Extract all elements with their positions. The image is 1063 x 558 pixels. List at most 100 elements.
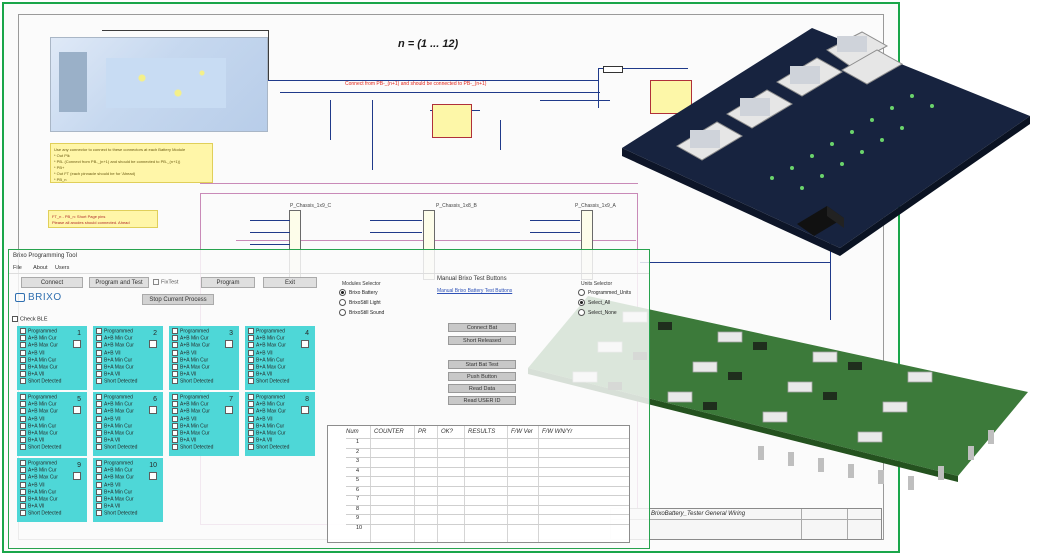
table-row[interactable]: 10 xyxy=(356,524,363,531)
battery-cell-select-checkbox[interactable] xyxy=(301,340,309,348)
battery-cell-row: A+B Vll xyxy=(248,415,273,422)
logo-text: BRIXO xyxy=(28,292,62,303)
row-checkbox xyxy=(248,328,254,334)
battery-cell-select-checkbox[interactable] xyxy=(301,406,309,414)
battery-cell-select-checkbox[interactable] xyxy=(73,472,81,480)
battery-cell-select-checkbox[interactable] xyxy=(149,340,157,348)
table-row[interactable]: 1 xyxy=(356,439,360,445)
battery-cell-row: B+A Vll xyxy=(172,437,196,444)
battery-cell-select-checkbox[interactable] xyxy=(225,406,233,414)
row-label: A+B Max Cur xyxy=(104,342,134,349)
push-button[interactable]: Push Button xyxy=(448,372,516,381)
row-label: B+A Vll xyxy=(256,371,273,378)
row-label: A+B Max Cur xyxy=(180,342,210,349)
table-row[interactable]: 8 xyxy=(356,505,360,512)
row-label: Programmed xyxy=(104,394,133,401)
table-column-header: F/W Ver xyxy=(511,429,533,435)
wire xyxy=(598,68,599,108)
table-row[interactable]: 6 xyxy=(356,486,360,493)
table-row-divider xyxy=(346,466,629,468)
units-option-label: Select_None xyxy=(588,309,617,316)
table-row[interactable]: 2 xyxy=(356,448,360,455)
battery-cell-row: B+A Min Cur xyxy=(248,356,284,363)
battery-cell-select-checkbox[interactable] xyxy=(73,340,81,348)
battery-cell-number: 8 xyxy=(305,396,309,403)
exit-button[interactable]: Exit xyxy=(263,277,317,288)
table-row[interactable]: 4 xyxy=(356,467,360,474)
units-option-select-all[interactable]: Select_All xyxy=(578,299,610,306)
row-label: B+A Vll xyxy=(28,371,45,378)
read-user-id-button[interactable]: Read USER ID xyxy=(448,396,516,405)
units-option-label: Select_All xyxy=(588,299,611,306)
units-option-programmed[interactable]: Programmed_Units xyxy=(578,289,631,296)
units-option-select-none[interactable]: Select_None xyxy=(578,309,617,316)
table-row-divider xyxy=(346,514,629,515)
battery-cell-row: Short Detected xyxy=(248,378,289,385)
wire xyxy=(370,220,422,221)
row-checkbox xyxy=(96,394,102,400)
battery-cell-row: A+B Vll xyxy=(248,349,273,356)
row-label: B+A Vll xyxy=(104,503,121,510)
battery-cell-row: Programmed xyxy=(172,394,209,400)
module-option-brixostill-light[interactable]: BrixoStill Light xyxy=(339,299,381,306)
units-selector-title: Units Selector xyxy=(581,281,613,287)
table-column-divider xyxy=(437,426,438,542)
row-checkbox xyxy=(96,371,102,378)
battery-cell-row: Short Detected xyxy=(96,444,137,451)
fixtest-checkbox[interactable]: FixTest xyxy=(153,279,178,285)
battery-cell-row: A+B Max Cur xyxy=(20,408,58,415)
row-label: B+A Vll xyxy=(28,503,45,510)
program-button[interactable]: Program xyxy=(201,277,255,288)
wire xyxy=(250,232,290,233)
battery-cell-select-checkbox[interactable] xyxy=(149,472,157,480)
battery-cell-row: B+A Min Cur xyxy=(20,356,57,364)
connect-bat-button[interactable]: Connect Bat xyxy=(448,323,516,332)
row-checkbox xyxy=(20,349,26,356)
stop-current-process-button[interactable]: Stop Current Process xyxy=(142,294,214,305)
table-row[interactable]: 3 xyxy=(356,458,360,464)
battery-cell-row: B+A Vll xyxy=(96,503,121,510)
battery-cell-row: A+B Max Cur xyxy=(172,408,210,415)
row-label: Short Detected xyxy=(104,510,138,517)
module-option-brixo-battery[interactable]: Brixo Battery xyxy=(339,289,378,296)
short-released-button[interactable]: Short Released xyxy=(448,336,516,345)
row-checkbox xyxy=(20,342,26,349)
row-checkbox xyxy=(172,335,178,342)
battery-cell-select-checkbox[interactable] xyxy=(225,340,233,348)
row-checkbox xyxy=(96,444,102,451)
row-label: B+A Min Cur xyxy=(28,489,57,496)
menu-about[interactable]: About xyxy=(33,265,48,271)
battery-cell-row: Short Detected xyxy=(172,444,213,451)
battery-cell-select-checkbox[interactable] xyxy=(149,406,157,414)
battery-cell-row: B+A Min Cur xyxy=(172,356,208,363)
row-checkbox xyxy=(172,437,178,444)
table-row-divider xyxy=(346,523,629,525)
manual-test-link[interactable]: Manual Brixo Battery Test Buttons xyxy=(437,288,513,294)
row-checkbox xyxy=(172,378,178,385)
row-label: Programmed xyxy=(256,328,285,335)
connect-button[interactable]: Connect xyxy=(21,277,83,288)
row-checkbox xyxy=(172,444,178,451)
battery-cell-select-checkbox[interactable] xyxy=(73,406,81,414)
row-checkbox xyxy=(20,356,26,363)
table-column-header: COUNTER xyxy=(374,429,404,435)
battery-cell-row: B+A Max Cur xyxy=(248,364,286,370)
battery-cell-row: A+B Max Cur xyxy=(172,342,210,349)
start-bat-test-button[interactable]: Start Bat Test xyxy=(448,360,516,369)
table-row[interactable]: 9 xyxy=(356,515,360,521)
row-label: A+B Max Cur xyxy=(28,342,58,349)
row-checkbox xyxy=(248,335,254,342)
menu-users[interactable]: Users xyxy=(55,265,70,271)
table-row[interactable]: 7 xyxy=(356,496,360,502)
row-checkbox xyxy=(20,364,26,370)
check-ble-checkbox[interactable]: Check BLE xyxy=(12,316,48,322)
row-label: B+A Min Cur xyxy=(28,357,57,364)
module-option-brixostill-sound[interactable]: BrixoStill Sound xyxy=(339,309,384,316)
row-label: A+B Min Cur xyxy=(28,467,57,474)
table-row[interactable]: 5 xyxy=(356,477,360,483)
table-column-header: PR xyxy=(418,429,427,435)
menu-file[interactable]: File xyxy=(13,265,22,271)
read-data-button[interactable]: Read Data xyxy=(448,384,516,393)
program-and-test-button[interactable]: Program and Test xyxy=(89,277,149,288)
